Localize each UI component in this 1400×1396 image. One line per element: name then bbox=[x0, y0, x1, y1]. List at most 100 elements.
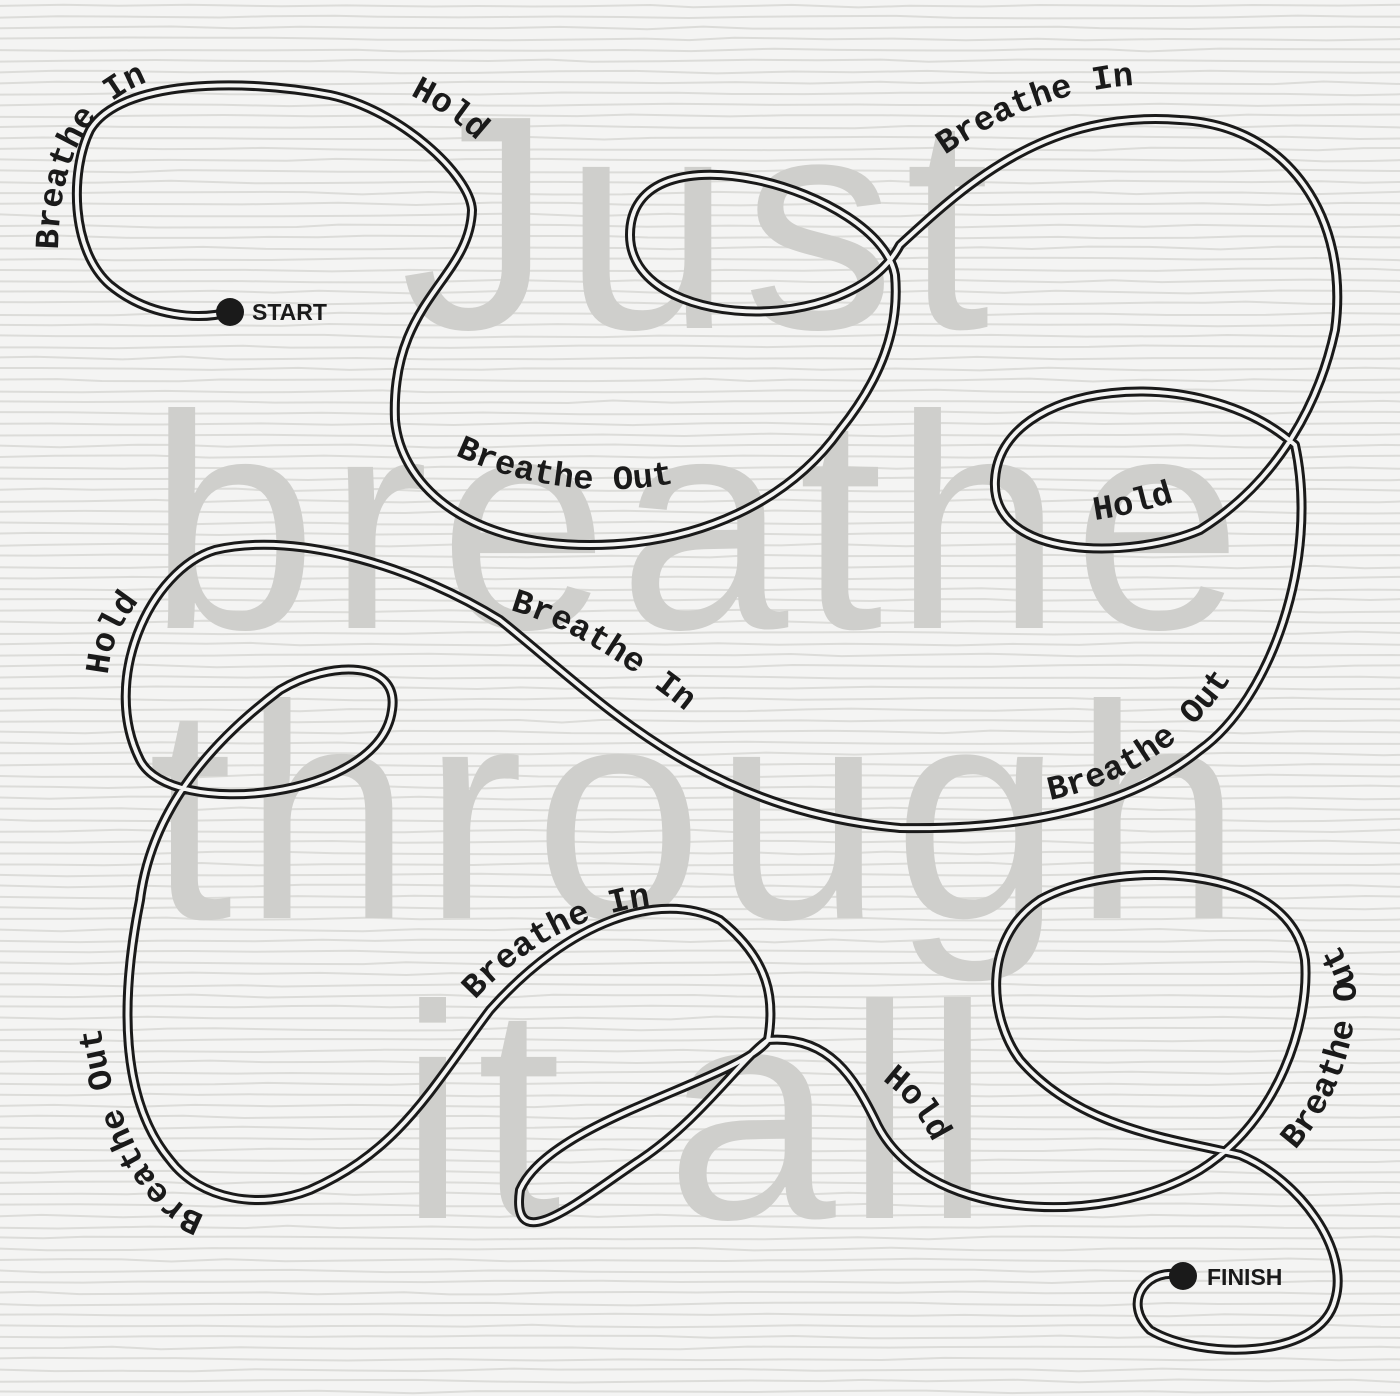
background-stripe bbox=[0, 905, 1400, 911]
background-stripe bbox=[0, 47, 1400, 53]
background-stripe bbox=[0, 245, 1400, 251]
background-stripe bbox=[0, 1367, 1400, 1373]
background-stripe bbox=[0, 641, 1400, 647]
background-stripe bbox=[0, 751, 1400, 757]
background-stripe bbox=[0, 597, 1400, 603]
path-label-hold-2: Hold bbox=[1090, 476, 1177, 531]
background-stripe bbox=[0, 355, 1400, 361]
background-stripe bbox=[0, 1356, 1400, 1362]
background-stripe bbox=[0, 718, 1400, 724]
background-stripe bbox=[0, 1103, 1400, 1109]
background-stripe bbox=[0, 696, 1400, 702]
finish-label: FINISH bbox=[1207, 1264, 1282, 1290]
background-stripe bbox=[0, 1004, 1400, 1010]
background-stripe bbox=[0, 1202, 1400, 1208]
background-stripe bbox=[0, 399, 1400, 405]
background-stripe bbox=[0, 1081, 1400, 1087]
finish-dot-icon bbox=[1169, 1262, 1197, 1290]
background-stripe bbox=[0, 652, 1400, 658]
background-stripe bbox=[0, 1323, 1400, 1329]
background-stripe bbox=[0, 960, 1400, 966]
background-stripe bbox=[0, 520, 1400, 526]
background-stripe bbox=[0, 1268, 1400, 1274]
path-label-breathe-out-1: Breathe Out bbox=[451, 430, 676, 500]
background-stripe bbox=[0, 201, 1400, 207]
background-stripe bbox=[0, 113, 1400, 119]
background-stripe bbox=[0, 3, 1400, 9]
background-stripe bbox=[0, 1312, 1400, 1318]
background-stripe bbox=[0, 454, 1400, 460]
path-inner-channel bbox=[74, 83, 1340, 1352]
background-stripe bbox=[0, 740, 1400, 746]
background-stripe bbox=[0, 1345, 1400, 1351]
background-stripe bbox=[0, 1279, 1400, 1285]
background-stripe bbox=[0, 212, 1400, 218]
background-stripe bbox=[0, 1301, 1400, 1307]
background-stripe bbox=[0, 1180, 1400, 1186]
background-stripe bbox=[0, 707, 1400, 713]
background-stripe bbox=[0, 91, 1400, 97]
background-stripe bbox=[0, 949, 1400, 955]
background-stripe bbox=[0, 674, 1400, 680]
background-stripe bbox=[0, 1235, 1400, 1241]
background-stripe bbox=[0, 223, 1400, 229]
background-stripe bbox=[0, 1389, 1400, 1395]
background-stripe bbox=[0, 377, 1400, 383]
background-stripe bbox=[0, 1136, 1400, 1142]
background-stripe bbox=[0, 1026, 1400, 1032]
background-stripe bbox=[0, 883, 1400, 889]
background-stripe bbox=[0, 1257, 1400, 1263]
background-stripe bbox=[0, 1246, 1400, 1252]
background-stripe bbox=[0, 234, 1400, 240]
background-stripe bbox=[0, 498, 1400, 504]
background-stripe bbox=[0, 564, 1400, 570]
background-stripe bbox=[0, 894, 1400, 900]
background-stripe bbox=[0, 300, 1400, 306]
background-stripe bbox=[0, 1092, 1400, 1098]
background-stripe bbox=[0, 102, 1400, 108]
background-stripe bbox=[0, 817, 1400, 823]
path-label-breathe-in-1: Breathe In bbox=[31, 57, 152, 250]
background-stripe bbox=[0, 916, 1400, 922]
background-stripe bbox=[0, 806, 1400, 812]
background-stripe bbox=[0, 36, 1400, 42]
background-stripe bbox=[0, 839, 1400, 845]
background-stripe bbox=[0, 586, 1400, 592]
background-stripe bbox=[0, 685, 1400, 691]
path-label-breathe-in-4: Breathe In bbox=[456, 879, 653, 1008]
background-stripe bbox=[0, 1290, 1400, 1296]
background-stripe bbox=[0, 443, 1400, 449]
background-stripe bbox=[0, 784, 1400, 790]
background-stripe bbox=[0, 289, 1400, 295]
background-stripe bbox=[0, 267, 1400, 273]
background-stripe bbox=[0, 256, 1400, 262]
background-stripe bbox=[0, 1037, 1400, 1043]
background-stripe bbox=[0, 1114, 1400, 1120]
background-stripe bbox=[0, 1059, 1400, 1065]
path-label-breathe-out-3: Breathe Out bbox=[74, 1026, 210, 1241]
background-stripe bbox=[0, 762, 1400, 768]
background-stripe bbox=[0, 135, 1400, 141]
background-stripe bbox=[0, 322, 1400, 328]
background-stripe bbox=[0, 608, 1400, 614]
background-stripe bbox=[0, 575, 1400, 581]
background-stripe bbox=[0, 982, 1400, 988]
background-stripe bbox=[0, 344, 1400, 350]
background-stripe bbox=[0, 190, 1400, 196]
background-stripe bbox=[0, 333, 1400, 339]
background-stripe bbox=[0, 421, 1400, 427]
background-stripe bbox=[0, 1125, 1400, 1131]
background-stripe bbox=[0, 465, 1400, 471]
start-label: START bbox=[252, 299, 327, 325]
background-stripe bbox=[0, 487, 1400, 493]
background-stripe bbox=[0, 1015, 1400, 1021]
background-stripe bbox=[0, 157, 1400, 163]
background-stripe bbox=[0, 663, 1400, 669]
start-dot-icon bbox=[216, 298, 244, 326]
background-stripe bbox=[0, 993, 1400, 999]
background-stripe bbox=[0, 1378, 1400, 1384]
background-stripe bbox=[0, 58, 1400, 64]
